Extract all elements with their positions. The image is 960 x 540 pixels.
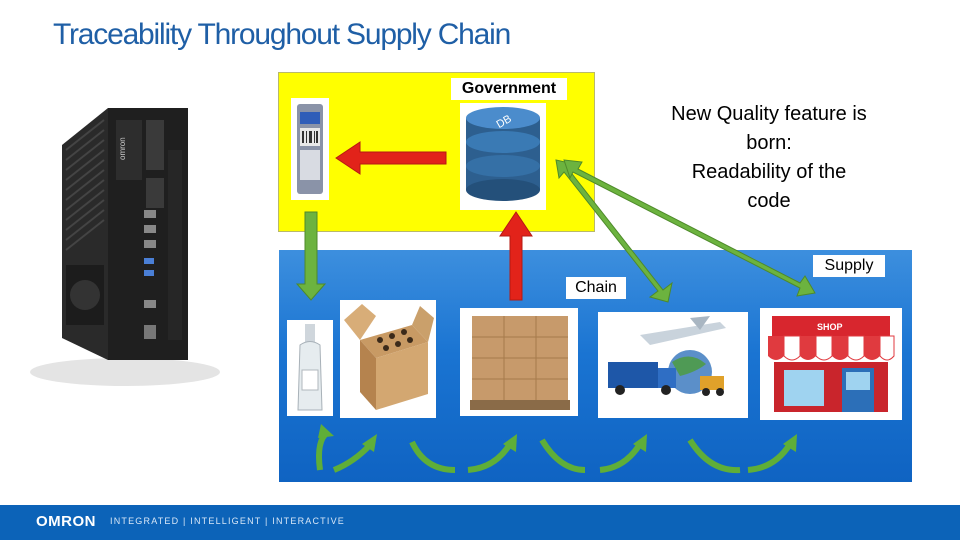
flow-arrows <box>316 429 793 474</box>
wine-box-image <box>340 300 436 418</box>
omron-logo: OMRON <box>36 513 96 530</box>
quality-line-3: Readability of the <box>691 161 847 183</box>
supply-label: Supply <box>813 255 885 277</box>
chain-label: Chain <box>566 277 626 299</box>
page-title: Traceability Throughout Supply Chain <box>53 18 511 51</box>
label-scanner-image <box>291 98 329 200</box>
quality-line-2: born: <box>746 132 792 154</box>
database-icon: DB <box>460 103 546 210</box>
government-label: Government <box>451 78 567 100</box>
logistics-image <box>598 312 748 418</box>
quality-line-4: code <box>747 190 791 212</box>
quality-line-1: New Quality feature is <box>671 103 867 125</box>
pallet-image <box>460 308 578 416</box>
quality-feature-text: New Quality feature is born: Readability… <box>638 100 900 216</box>
shop-image: SHOP <box>760 308 902 420</box>
footer-tagline: INTEGRATED | INTELLIGENT | INTERACTIVE <box>110 516 345 526</box>
bottle-image <box>287 320 333 416</box>
footer-bar: OMRON INTEGRATED | INTELLIGENT | INTERAC… <box>0 505 960 540</box>
svg-text:SHOP: SHOP <box>817 322 843 332</box>
svg-text:omron: omron <box>118 137 127 160</box>
